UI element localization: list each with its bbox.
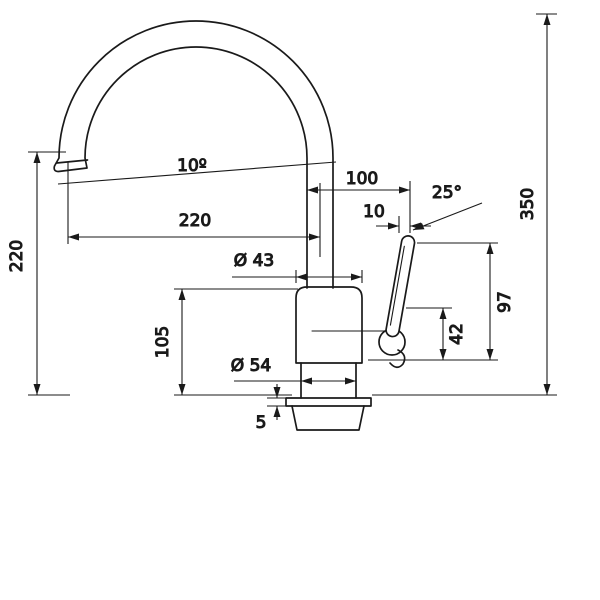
angle-reference-line (57, 161, 337, 185)
dim-handle-height-97: 97 (368, 242, 516, 361)
dim-5-label: 5 (256, 413, 267, 433)
angle-leader-line (412, 202, 483, 231)
angle-25-label: 25° (432, 183, 462, 203)
dim-spout-angle-10: 10º (57, 155, 337, 185)
dim-body-diameter-43: Ø 43 (232, 250, 363, 283)
angle-10-label: 10º (177, 156, 207, 176)
dim-lever-height-42: 42 (406, 307, 468, 360)
handle-lever-detail (389, 245, 405, 326)
base-cone (291, 405, 365, 431)
faucet-outline (53, 20, 416, 431)
dim-clearance-105: 105 (152, 288, 298, 396)
dim-350-label: 350 (518, 188, 538, 220)
spout-and-riser (53, 20, 334, 289)
spout-aerator-line (55, 159, 89, 164)
dimensions: 350 220 220 100 10 25° (6, 13, 557, 434)
dim-42-label: 42 (447, 323, 467, 345)
handle-lever (385, 235, 416, 338)
dim-spout-height-220: 220 (6, 151, 70, 396)
base-flange (285, 397, 372, 407)
handle-hook (389, 349, 406, 369)
dim-handle-angle-25: 25° (412, 182, 483, 231)
dim-d54-label: Ø 54 (231, 356, 271, 376)
dim-total-height-350: 350 (372, 13, 557, 396)
dim-d43-label: Ø 43 (234, 251, 274, 271)
dim-offset-100: 100 (307, 168, 411, 233)
dim-100-label: 100 (346, 169, 378, 189)
dim-220-top-label: 220 (179, 211, 211, 231)
dim-105-label: 105 (153, 326, 173, 358)
mixer-body (295, 286, 363, 364)
dim-plate-5: 5 (255, 384, 288, 434)
dim-base-diameter-54: Ø 54 (230, 355, 356, 385)
dim-220-left-label: 220 (7, 240, 27, 272)
dim-97-label: 97 (495, 291, 515, 313)
dim-10-label: 10 (363, 202, 385, 222)
dim-offset-10: 10 (363, 201, 431, 233)
dim-spout-reach-220: 220 (67, 162, 321, 257)
